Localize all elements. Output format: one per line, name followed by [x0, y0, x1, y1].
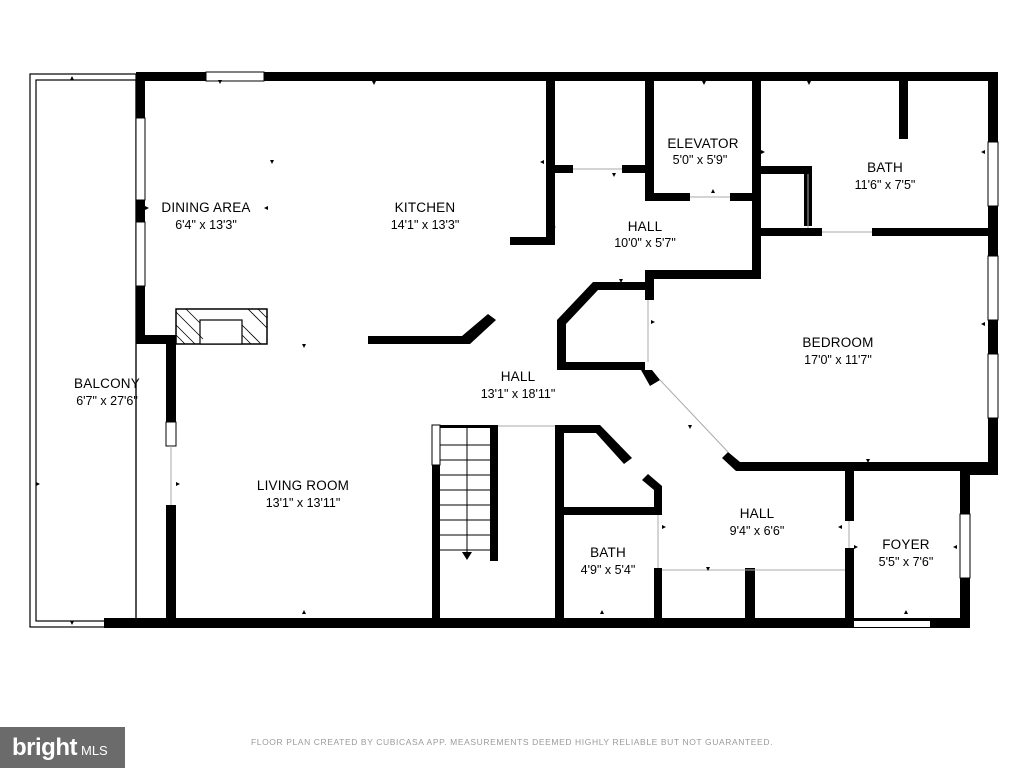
bath-lower-label: BATH	[590, 545, 626, 560]
room-labels: DINING AREA 6'4" x 13'3" KITCHEN 14'1" x…	[74, 136, 933, 577]
hall-center-dim: 13'1" x 18'11"	[481, 387, 556, 401]
kitchen-dim: 14'1" x 13'3"	[391, 218, 460, 232]
balcony-outline	[29, 73, 137, 628]
dining-dim: 6'4" x 13'3"	[175, 218, 237, 232]
bedroom-label: BEDROOM	[802, 335, 873, 350]
bright-mls-logo: bright MLS	[0, 727, 125, 768]
dimension-markers	[36, 76, 985, 625]
hall-upper-label: HALL	[628, 219, 663, 234]
living-room-dim: 13'1" x 13'11"	[266, 496, 341, 510]
hall-upper-dim: 10'0" x 5'7"	[614, 236, 676, 250]
hall-lower-label: HALL	[740, 506, 775, 521]
balcony-label: BALCONY	[74, 376, 140, 391]
kitchen-label: KITCHEN	[395, 200, 456, 215]
bath-upper-dim: 11'6" x 7'5"	[855, 178, 916, 192]
door-openings	[170, 168, 930, 627]
hall-center-label: HALL	[501, 369, 536, 384]
foyer-dim: 5'5" x 7'6"	[879, 555, 934, 569]
foyer-label: FOYER	[882, 537, 930, 552]
logo-brand: bright	[12, 733, 77, 761]
living-room-label: LIVING ROOM	[257, 478, 349, 493]
hall-lower-dim: 9'4" x 6'6"	[730, 524, 785, 538]
footer-disclaimer: FLOOR PLAN CREATED BY CUBICASA APP. MEAS…	[250, 737, 774, 747]
balcony-dim: 6'7" x 27'6"	[76, 394, 138, 408]
logo-suffix: MLS	[80, 743, 108, 758]
bath-lower-dim: 4'9" x 5'4"	[581, 563, 636, 577]
elevator-dim: 5'0" x 5'9"	[673, 153, 728, 167]
interior-walls	[368, 81, 992, 620]
bath-upper-label: BATH	[867, 160, 903, 175]
staircase	[440, 428, 490, 560]
bedroom-dim: 17'0" x 11'7"	[804, 353, 872, 367]
fireplace	[175, 308, 268, 345]
dining-label: DINING AREA	[161, 200, 250, 215]
elevator-label: ELEVATOR	[667, 136, 738, 151]
windows	[135, 71, 999, 579]
